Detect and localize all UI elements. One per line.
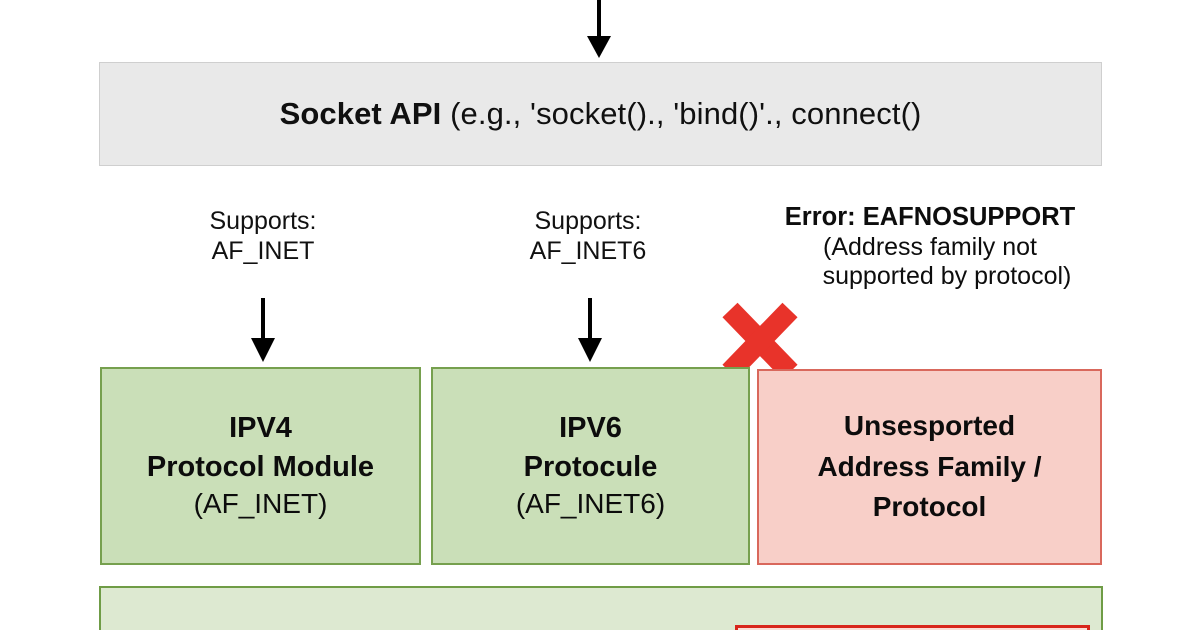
error-label: Error: EAFNOSUPPORT (Address family not … bbox=[745, 203, 1115, 291]
protocol-box-ipv6-line1: IPV6 bbox=[559, 412, 622, 445]
bottom-panel-inner-red-box bbox=[735, 625, 1090, 630]
socket-api-bar: Socket API (e.g., 'socket()., 'bind()'.,… bbox=[99, 62, 1102, 166]
protocol-box-ipv4-line3: (AF_INET) bbox=[193, 487, 328, 519]
branch-label-ipv4: Supports: AF_INET bbox=[148, 207, 378, 266]
protocol-box-ipv6: IPV6 Protocule (AF_INET6) bbox=[431, 367, 750, 565]
down-arrow-icon-ipv6 bbox=[578, 298, 602, 362]
error-label-line2: supported by protocol) bbox=[822, 261, 1072, 290]
protocol-box-unsupported-line3: Protocol bbox=[872, 491, 987, 523]
error-label-title: Error: EAFNOSUPPORT bbox=[784, 203, 1076, 231]
branch-label-ipv6-line1: Supports: bbox=[534, 207, 642, 235]
protocol-box-ipv4: IPV4 Protocol Module (AF_INET) bbox=[100, 367, 421, 565]
bottom-panel bbox=[99, 586, 1103, 630]
down-arrow-icon bbox=[587, 0, 611, 58]
error-label-line1: (Address family not bbox=[823, 232, 1037, 261]
protocol-box-unsupported-line1: Unsesported bbox=[843, 410, 1016, 442]
branch-label-ipv6: Supports: AF_INET6 bbox=[473, 207, 703, 266]
protocol-box-ipv4-line1: IPV4 bbox=[229, 412, 292, 445]
branch-label-ipv6-line2: AF_INET6 bbox=[529, 236, 647, 265]
red-x-icon bbox=[722, 302, 798, 380]
socket-api-title: Socket API bbox=[279, 96, 442, 131]
protocol-box-ipv4-line2: Protocol Module bbox=[146, 450, 375, 483]
protocol-box-unsupported-line2: Address Family / bbox=[817, 450, 1042, 482]
socket-api-label: Socket API (e.g., 'socket()., 'bind()'.,… bbox=[280, 96, 922, 132]
protocol-box-ipv6-line2: Protocule bbox=[523, 450, 658, 483]
protocol-box-unsupported: Unsesported Address Family / Protocol bbox=[757, 369, 1102, 565]
branch-label-ipv4-line2: AF_INET bbox=[211, 236, 315, 265]
socket-api-subtitle: (e.g., 'socket()., 'bind()'., connect() bbox=[441, 96, 922, 131]
branch-label-ipv4-line1: Supports: bbox=[209, 207, 317, 235]
down-arrow-icon-ipv4 bbox=[251, 298, 275, 362]
protocol-box-ipv6-line3: (AF_INET6) bbox=[515, 487, 666, 519]
